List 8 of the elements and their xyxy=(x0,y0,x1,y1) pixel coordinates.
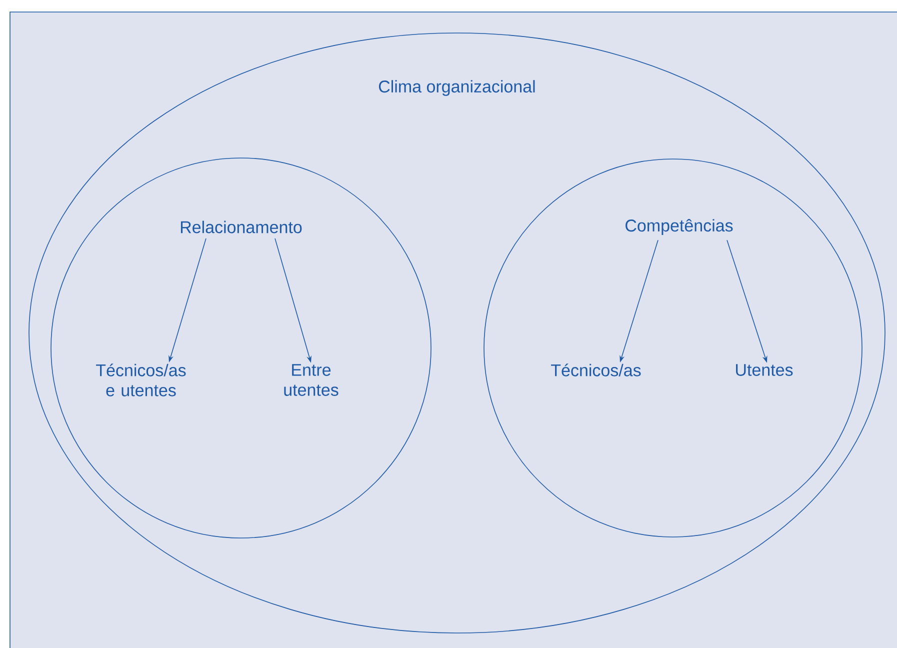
label-text: Técnicos/as e utentes xyxy=(96,364,186,396)
circle-region xyxy=(50,158,432,538)
label-text: Utentes xyxy=(736,364,793,376)
label-text: Entre utentes xyxy=(284,364,338,396)
label-text: Técnicos/as xyxy=(551,364,641,376)
heading-text: Competências xyxy=(626,219,733,235)
heading-text: Relacionamento xyxy=(180,220,302,234)
circle-region xyxy=(484,158,862,538)
